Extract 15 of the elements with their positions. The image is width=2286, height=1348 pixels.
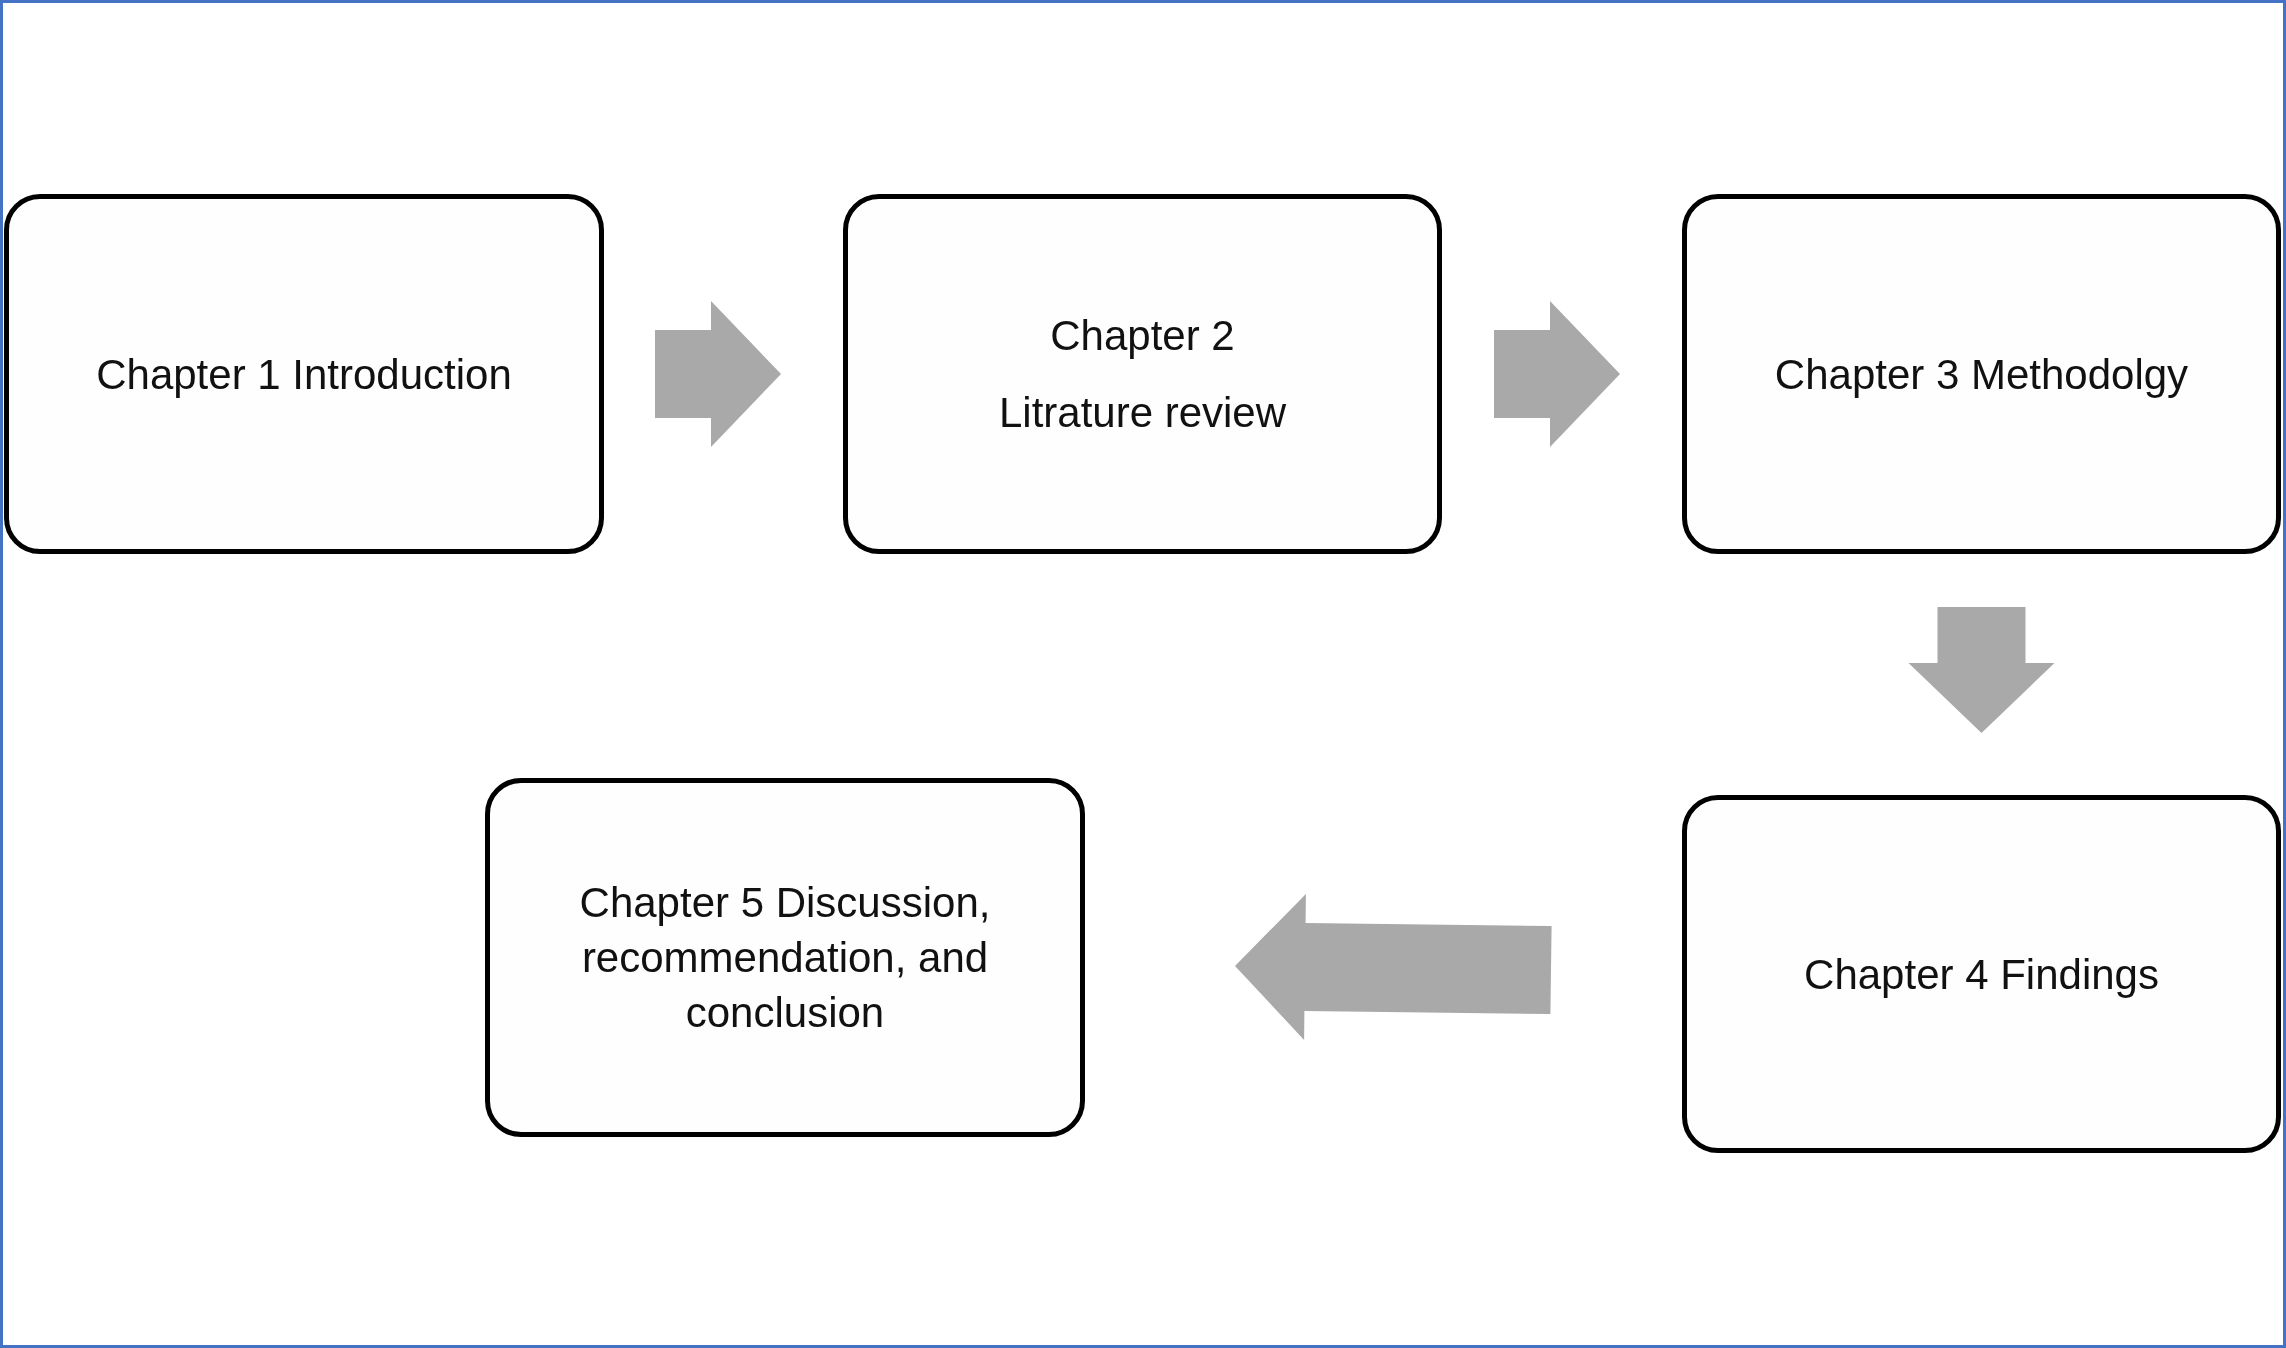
box-title: Chapter 1 Introduction xyxy=(96,349,512,400)
block-arrow xyxy=(1494,301,1620,447)
rounded-box xyxy=(4,194,604,554)
block-arrow xyxy=(1908,607,2055,733)
box-title: Chapter 5 Discussion, recommendation, and conclusion xyxy=(578,878,992,1038)
block-arrow xyxy=(1235,893,1552,1040)
block-arrow xyxy=(655,301,781,447)
box-title: Chapter 4 Findings xyxy=(1804,949,2159,1000)
rounded-box xyxy=(485,778,1085,1137)
rounded-box xyxy=(843,194,1442,554)
box-title: Chapter 2 xyxy=(1050,311,1235,361)
box-subtitle: Litrature review xyxy=(998,388,1287,438)
box-title: Chapter 3 Methodolgy xyxy=(1774,349,2189,400)
rounded-box xyxy=(1682,194,2281,554)
rounded-box xyxy=(1682,795,2281,1153)
